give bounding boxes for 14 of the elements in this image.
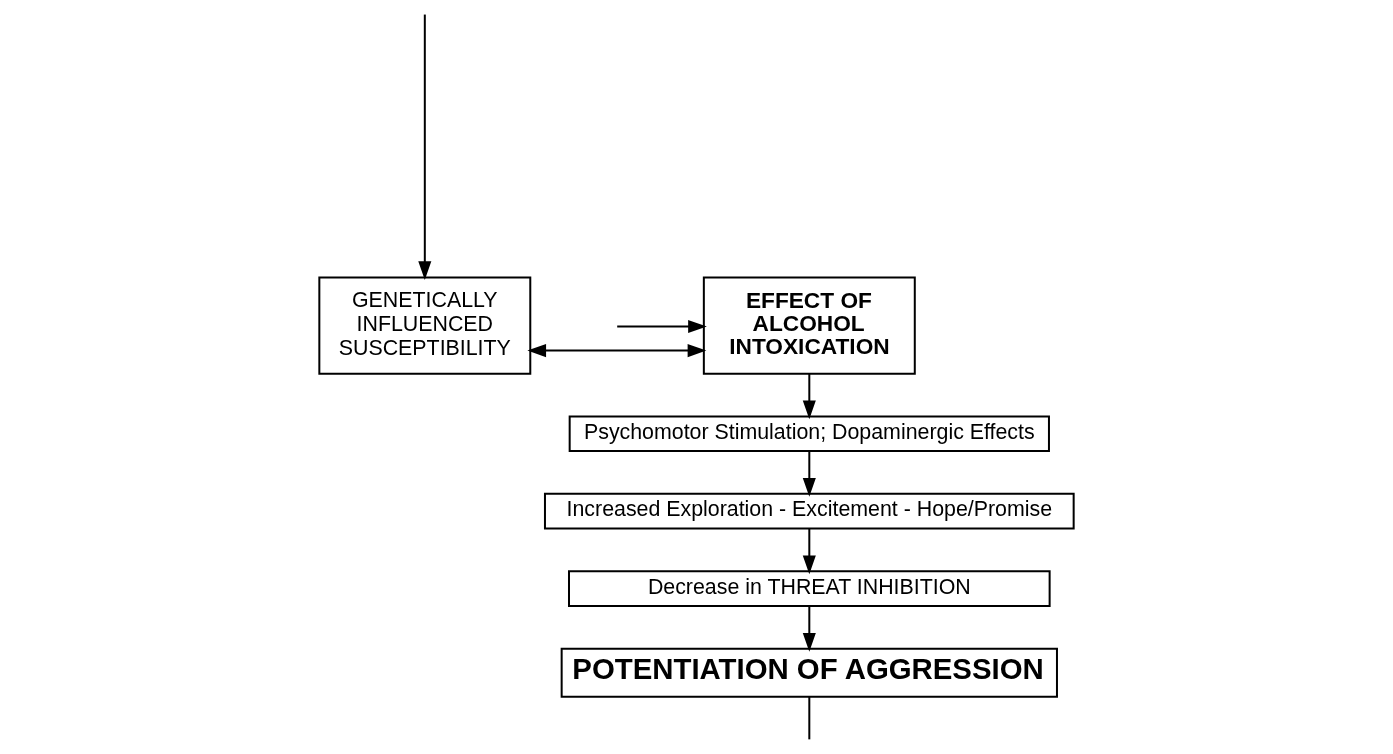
node-box: GENETICALLY INFLUENCED SUSCEPTIBILITY (318, 276, 532, 375)
arrow (616, 320, 707, 334)
node-box: Increased Exploration - Excitement - Hope/Promise (543, 492, 1075, 530)
connector (808, 696, 811, 741)
arrow (802, 450, 816, 497)
node-box: EFFECT OF ALCOHOL INTOXICATION (702, 276, 916, 375)
node-box: Psychomotor Stimulation; Dopaminergic Effects (568, 415, 1050, 453)
arrow (527, 344, 707, 358)
arrow (802, 605, 816, 652)
arrow (802, 373, 816, 420)
arrow (418, 13, 432, 280)
node-box: POTENTIATION OF AGGRESSION (560, 647, 1058, 698)
node-box: Decrease in THREAT INHIBITION (568, 570, 1051, 607)
arrow (802, 527, 816, 575)
